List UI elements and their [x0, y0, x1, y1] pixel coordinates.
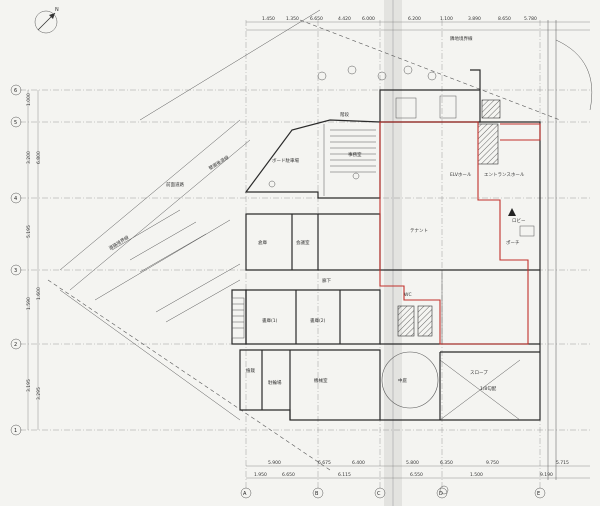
room-label-storage: 倉庫	[258, 239, 267, 246]
dimension-text: 1.100	[440, 16, 453, 22]
marker-triangle-icon	[508, 208, 516, 216]
left-dimension-chain: 1.000 3.200 5.195 1.590 3.195 6.800 1.60…	[26, 90, 42, 430]
dimension-text: 8.650	[498, 16, 511, 22]
grid-row-label: 3	[14, 268, 17, 274]
plant-symbols	[268, 65, 449, 495]
grid-col-label: C	[377, 491, 381, 497]
room-label-ramp: スロープ	[470, 370, 488, 376]
room-label-court: 中庭	[398, 377, 407, 384]
dimension-text: 1.500	[470, 472, 483, 478]
stair-treads	[330, 135, 376, 173]
hatched-core-areas	[397, 99, 501, 337]
dimension-text: 1.950	[254, 472, 267, 478]
room-label-stair: 階段	[340, 111, 349, 118]
dimension-text: 6.550	[410, 472, 423, 478]
dimension-text: 6.000	[362, 16, 375, 22]
room-label-corridor: 廊下	[322, 277, 331, 284]
tenant-area-outline	[379, 121, 529, 345]
grid-col-label: A	[243, 491, 247, 497]
dimension-text: 1.590	[26, 297, 32, 310]
right-side-details	[519, 20, 593, 480]
dimension-text: 4.420	[338, 16, 351, 22]
room-label-rooms-2: 書庫(2)	[310, 317, 326, 324]
dimension-text: 6.200	[408, 16, 421, 22]
grid-row-label: 2	[14, 342, 17, 348]
room-label-parking: ボード駐車場	[272, 157, 299, 164]
dimension-text: 5.195	[26, 225, 32, 238]
boundary-label: 隣地境界線	[450, 35, 473, 42]
room-label-lobby: ロビー	[512, 217, 526, 224]
grid-col-label: E	[537, 491, 540, 497]
room-label-machine: 機械室	[314, 377, 328, 384]
dimension-text: 1.350	[286, 16, 299, 22]
room-label-meeting: 会議室	[296, 239, 310, 246]
dimension-text: 5.780	[524, 16, 537, 22]
boundary-label: 壁面後退線	[207, 154, 230, 172]
room-label-tenant: テナント	[410, 228, 428, 234]
dimension-text: 6.115	[338, 472, 351, 478]
dimension-text: 5.900	[268, 460, 281, 466]
dimension-text: 6.675	[318, 460, 331, 466]
room-label-porch: ポーチ	[506, 239, 520, 246]
grid-row-label: 4	[14, 196, 17, 202]
dimension-text: 9.750	[486, 460, 499, 466]
grid-col-label: B	[315, 491, 319, 497]
dimension-text: 3.200	[26, 151, 32, 164]
room-label-entrance-hall: エントランスホール	[484, 172, 525, 178]
dimension-text: 6.400	[352, 460, 365, 466]
top-dimension-chain: 1.450 1.350 6.650 4.420 6.000 6.200 1.10…	[246, 16, 590, 31]
diagonal-site-boundaries: 前面道路 道路境界線 隣地境界線 壁面後退線	[47, 9, 561, 471]
dimension-text: 3.195	[26, 379, 32, 392]
dimension-text: 3.890	[468, 16, 481, 22]
grid-row-label: 6	[14, 88, 17, 94]
room-label-slope-note: 1/8勾配	[480, 385, 497, 392]
room-label-garden: 植栽	[246, 367, 255, 374]
dimension-text: 6.350	[440, 460, 453, 466]
room-label-rooms-1: 書庫(1)	[262, 317, 278, 324]
dimension-text: 6.650	[282, 472, 295, 478]
dimension-text: 6.800	[36, 151, 42, 164]
dimension-text: 1.600	[36, 287, 42, 300]
entrance-area-outline	[500, 123, 541, 141]
north-arrow-icon: N	[34, 7, 59, 34]
room-label-office: 事務室	[348, 151, 362, 158]
row-grid-bubbles: 6 5 4 3 2 1	[10, 84, 22, 436]
stair-treads-left	[232, 303, 244, 329]
north-label: N	[55, 7, 59, 13]
boundary-label: 前面道路	[166, 181, 184, 188]
room-label-elevator-hall: ELVホール	[450, 172, 472, 178]
dimension-text: 1.450	[262, 16, 275, 22]
column-grid-bubbles: A B C D E	[240, 487, 546, 499]
grid-row-label: 5	[14, 120, 17, 126]
dimension-text: 9.190	[540, 472, 553, 478]
dimension-text: 5.800	[406, 460, 419, 466]
bottom-dimension-chain: 5.900 6.675 6.400 5.800 6.350 9.750 5.71…	[246, 460, 590, 479]
room-label-toilet: WC	[404, 292, 412, 298]
grid-col-label: D	[439, 491, 443, 497]
room-label-bike: 駐輪場	[268, 379, 282, 386]
room-labels: ボード駐車場 エントランスホール ELVホール 事務室 テナント ロビー 書庫(…	[246, 111, 526, 392]
court-circle	[381, 351, 439, 409]
dimension-text: 1.000	[26, 93, 32, 106]
dimension-text: 5.715	[556, 460, 569, 466]
dimension-text: 3.295	[36, 387, 42, 400]
grid-row-label: 1	[14, 428, 17, 434]
dimension-text: 6.650	[310, 16, 323, 22]
